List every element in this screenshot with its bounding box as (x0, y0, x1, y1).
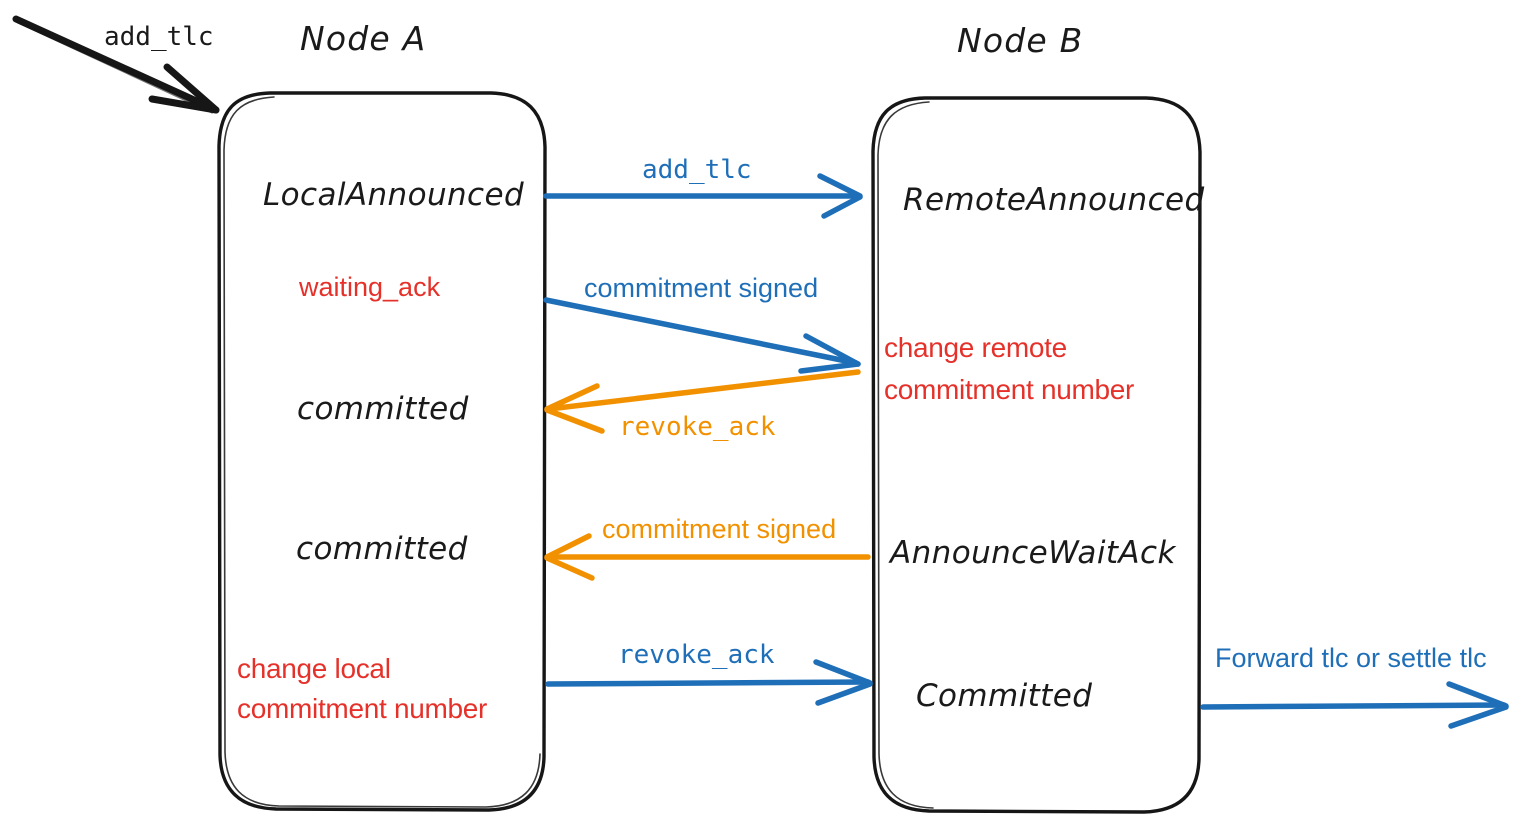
node-b-title: Node B (957, 21, 1084, 60)
message-arrow-add-tlc (543, 173, 863, 219)
node-a-state-committed-1: committed (297, 391, 469, 427)
node-a-annotation-change-local-line2: commitment number (237, 693, 488, 724)
message-label-commitment-signed-orange: commitment signed (602, 514, 837, 544)
node-b-annotation-change-remote-line2: commitment number (884, 374, 1135, 405)
message-arrow-forward-settle (1200, 681, 1509, 729)
node-a-annotation-waiting-ack: waiting_ack (299, 272, 441, 302)
message-label-commitment-signed-blue: commitment signed (584, 273, 819, 303)
message-arrow-commitment-signed-blue (543, 297, 861, 374)
message-label-add-tlc: add_tlc (642, 155, 752, 185)
message-label-revoke-ack-orange: revoke_ack (619, 412, 776, 442)
node-a-annotation-change-local-line1: change local (237, 653, 391, 684)
message-arrow-revoke-ack-orange (544, 369, 861, 434)
message-arrow-revoke-ack-blue (545, 659, 873, 706)
node-b-box (871, 96, 1202, 814)
node-a-state-committed-2: committed (296, 531, 468, 567)
node-b-state-announce-wait-ack: AnnounceWaitAck (890, 535, 1176, 571)
node-a-title: Node A (300, 19, 427, 58)
node-b-state-committed: Committed (916, 678, 1093, 714)
entry-arrow (12, 15, 220, 114)
message-arrow-commitment-signed-orange (544, 533, 871, 581)
node-a-state-local-announced: LocalAnnounced (263, 177, 525, 213)
node-b-state-remote-announced: RemoteAnnounced (903, 182, 1205, 218)
message-label-forward-settle: Forward tlc or settle tlc (1215, 643, 1487, 673)
node-a-box (217, 91, 547, 812)
message-label-revoke-ack-blue: revoke_ack (618, 640, 775, 670)
node-b-annotation-change-remote-line1: change remote (884, 332, 1067, 363)
entry-arrow-label: add_tlc (104, 22, 214, 52)
